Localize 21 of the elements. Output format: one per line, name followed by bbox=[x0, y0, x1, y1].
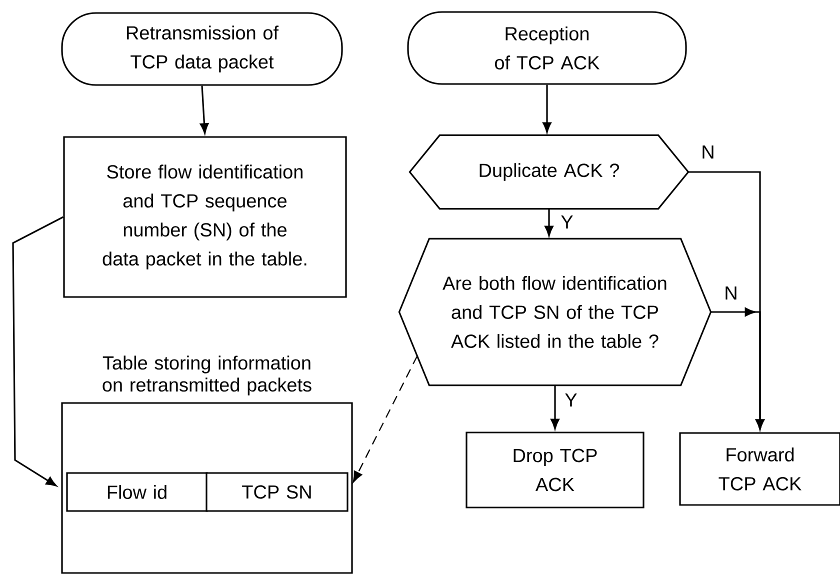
decision-hexagon: Are both flow identification and TCP SN of the TCP ACK listed in the table ? bbox=[398, 238, 712, 386]
process-box: Store flow identification and TCP sequence number (SN) of the data packet in the table. bbox=[63, 136, 347, 298]
edge-label: Y bbox=[564, 392, 578, 408]
arrow bbox=[710, 308, 764, 430]
edge-label: N bbox=[723, 285, 739, 301]
table-cell: Flow id bbox=[66, 472, 208, 512]
arrow bbox=[12, 216, 64, 486]
node-label: Table storing information on retransmitted packets bbox=[102, 356, 312, 396]
edge-label: Y bbox=[560, 214, 574, 230]
decision-hexagon: Duplicate ACK ? bbox=[408, 134, 690, 210]
arrow bbox=[200, 86, 209, 134]
arrow bbox=[544, 208, 554, 236]
arrow bbox=[352, 356, 418, 482]
arrow bbox=[550, 385, 560, 430]
arrow bbox=[542, 84, 552, 133]
terminal-box: Retransmission of TCP data packet bbox=[61, 12, 343, 86]
process-box: Forward TCP ACK bbox=[679, 432, 840, 506]
process-box: Drop TCP ACK bbox=[466, 432, 644, 508]
terminal-box: Reception of TCP ACK bbox=[407, 11, 687, 85]
edge-label: N bbox=[700, 144, 716, 160]
table-cell: TCP SN bbox=[206, 472, 348, 512]
